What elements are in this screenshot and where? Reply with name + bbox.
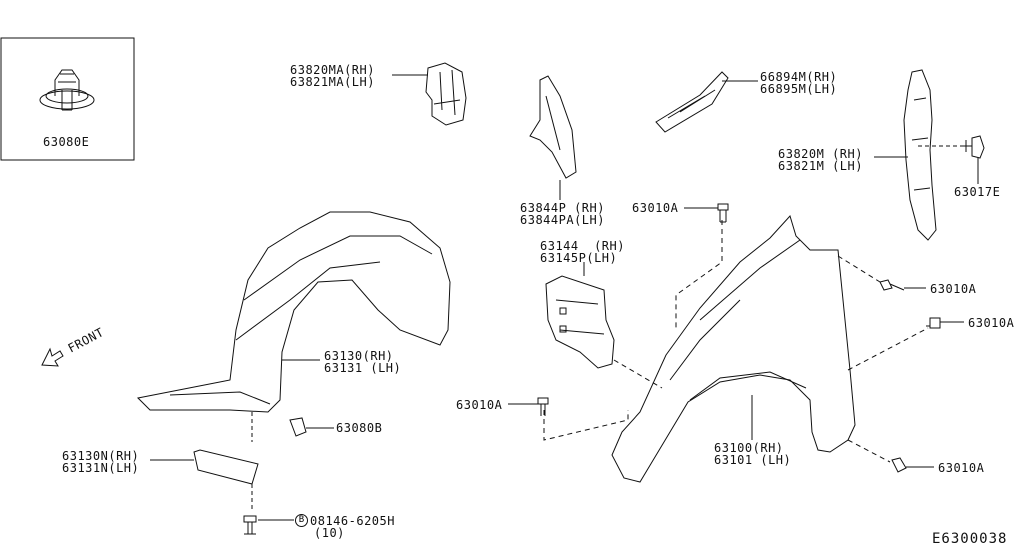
label-63130-rh: 63130(RH) bbox=[324, 349, 394, 363]
label-63131-lh: 63131 (LH) bbox=[324, 361, 402, 375]
clip-63080e-icon bbox=[39, 69, 95, 111]
fender-63100 bbox=[611, 215, 856, 483]
diagram-code: E6300038 bbox=[932, 531, 1008, 547]
label-63820m-lh: 63821M (LH) bbox=[778, 159, 863, 173]
label-63144-rh: 63144 (RH) bbox=[540, 239, 625, 253]
label-63101-lh: 63101 (LH) bbox=[714, 453, 792, 467]
liner-63130 bbox=[136, 211, 451, 413]
label-63010a-4: 63010A bbox=[456, 398, 503, 412]
inset-box bbox=[0, 37, 135, 161]
label-63100-rh: 63100(RH) bbox=[714, 441, 784, 455]
label-63010a-5: 63010A bbox=[938, 461, 985, 475]
label-63080b: 63080B bbox=[336, 421, 383, 435]
screw-08146-icon bbox=[243, 515, 257, 535]
label-63820m-rh: 63820M (RH) bbox=[778, 147, 863, 161]
label-66894m-lh: 66895M(LH) bbox=[760, 82, 838, 96]
bracket-63820m bbox=[903, 69, 937, 241]
splash-63130n bbox=[193, 449, 259, 485]
label-63130n-rh: 63130N(RH) bbox=[62, 449, 140, 463]
bolt-63010a-4 bbox=[537, 397, 549, 416]
label-63145p-lh: 63145P(LH) bbox=[540, 251, 618, 265]
label-63844p-rh: 63844P (RH) bbox=[520, 201, 605, 215]
bolt-63010a-2 bbox=[879, 279, 905, 291]
seal-63844p bbox=[529, 75, 577, 179]
strip-66894m bbox=[655, 71, 729, 133]
label-63131n-lh: 63131N(LH) bbox=[62, 461, 140, 475]
clip-63017e-icon bbox=[960, 135, 985, 159]
bolt-63010a-3 bbox=[926, 317, 941, 329]
clip-63080b-icon bbox=[289, 417, 307, 437]
label-63010a-2: 63010A bbox=[930, 282, 977, 296]
label-08146-qty: (10) bbox=[314, 526, 345, 540]
bolt-63010a-5 bbox=[891, 457, 907, 473]
label-63844p-lh: 63844PA(LH) bbox=[520, 213, 605, 227]
bracket-63820ma bbox=[425, 62, 467, 126]
label-63820ma-lh: 63821MA(LH) bbox=[290, 75, 375, 89]
bolt-circle-b-mark: B bbox=[295, 514, 308, 527]
label-63010a-1: 63010A bbox=[632, 201, 679, 215]
bracket-63144 bbox=[545, 275, 615, 369]
label-08146-6205h: 08146-6205H bbox=[310, 514, 395, 528]
label-63820ma-rh: 63820MA(RH) bbox=[290, 63, 375, 77]
label-66894m-rh: 66894M(RH) bbox=[760, 70, 838, 84]
label-63080e: 63080E bbox=[43, 135, 90, 149]
bolt-63010a-1 bbox=[717, 203, 729, 223]
front-arrow-icon bbox=[41, 347, 64, 367]
label-63010a-3: 63010A bbox=[968, 316, 1015, 330]
label-63017e: 63017E bbox=[954, 185, 1001, 199]
